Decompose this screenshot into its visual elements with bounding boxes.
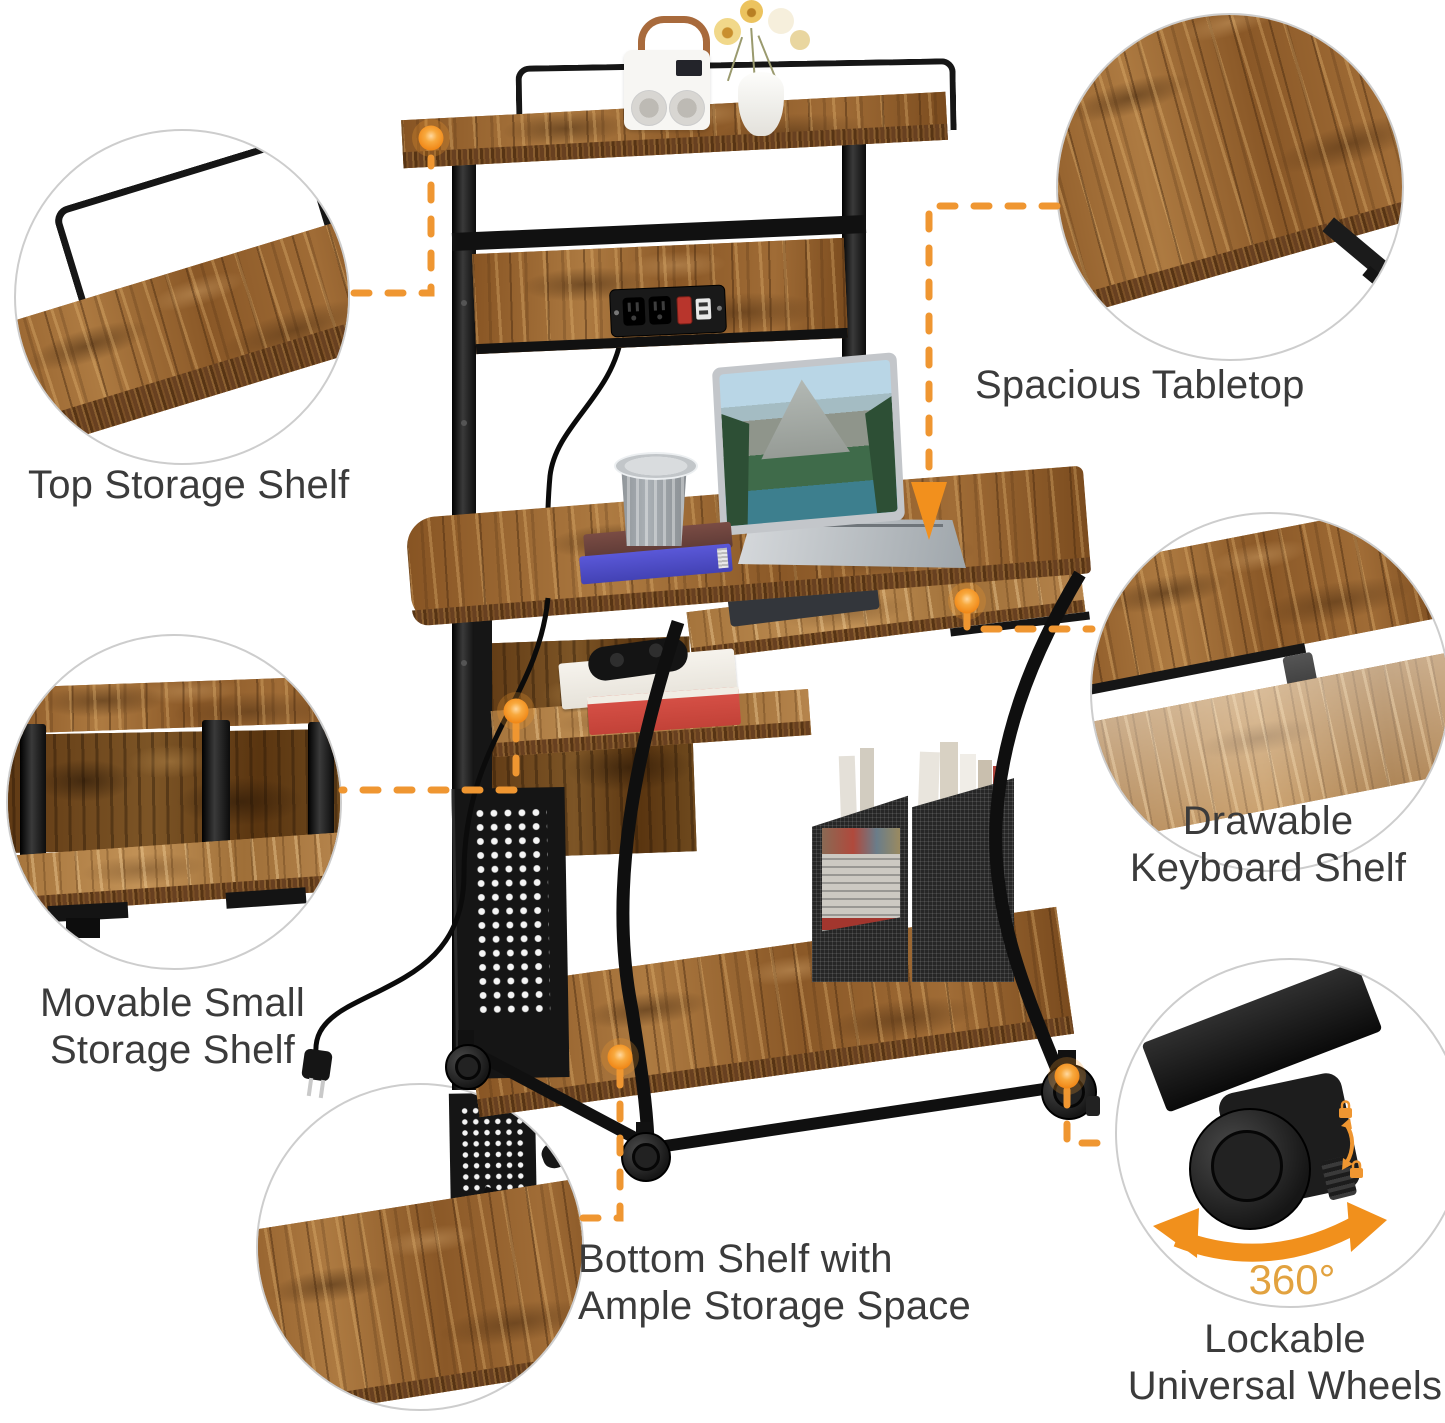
label-line-2: Universal Wheels	[1127, 1364, 1443, 1409]
label-spacious-tabletop: Spacious Tabletop	[975, 362, 1395, 409]
magazine-holder-group	[810, 742, 1020, 986]
callout-top-storage-shelf	[14, 129, 350, 465]
rotation-arc	[1173, 1214, 1366, 1262]
speaker-handle	[638, 16, 710, 67]
bracket-left	[20, 724, 46, 874]
label-small-storage-shelf: Movable Small Storage Shelf	[0, 980, 345, 1074]
speaker-display	[676, 60, 702, 76]
brake-tab-right	[1086, 1096, 1100, 1116]
caster-wheel-disc	[1189, 1108, 1311, 1230]
lock-icon-top	[1339, 1108, 1352, 1118]
label-line-1: Bottom Shelf with	[578, 1237, 893, 1281]
caster-wheel-left	[445, 1044, 491, 1090]
callout-keyboard-shelf	[1090, 512, 1445, 872]
power-cable-lower	[313, 597, 551, 1055]
label-top-storage-shelf: Top Storage Shelf	[28, 462, 428, 509]
flower-1	[714, 18, 741, 45]
callout-bottom-shelf	[256, 1083, 584, 1411]
label-text: Spacious Tabletop	[975, 363, 1305, 407]
flower-2	[740, 0, 763, 23]
swing-arrowhead-bottom	[1342, 1158, 1353, 1170]
callout-spacious-tabletop	[1056, 13, 1404, 361]
callout-lockable-wheels: 360°	[1115, 958, 1445, 1308]
post-screw-1	[461, 300, 467, 306]
label-line-2: Keyboard Shelf	[1129, 846, 1407, 891]
label-line-2: Ample Storage Space	[578, 1284, 971, 1329]
base-runner-right	[651, 1080, 1065, 1154]
arc-arrowhead-left	[1153, 1208, 1199, 1258]
label-line-1: Drawable	[1182, 799, 1354, 843]
curved-leg-front	[616, 620, 685, 1141]
speaker-cone-right	[669, 90, 705, 126]
post-screw-3	[461, 660, 467, 666]
curved-leg-right	[989, 570, 1086, 1075]
speaker-cone-left	[631, 90, 667, 126]
caster-wheel-front	[621, 1132, 671, 1182]
lock-icon-top-shackle	[1340, 1100, 1351, 1108]
caster-stem-left	[458, 1030, 474, 1046]
lock-icon-bottom	[1350, 1168, 1363, 1178]
rotation-arrow-graphics	[1153, 1100, 1387, 1262]
callout-small-storage-shelf	[6, 634, 342, 970]
degree-label: 360°	[1248, 1256, 1336, 1303]
caster-wheel-hub	[1211, 1130, 1283, 1202]
label-line-1: Lockable	[1204, 1317, 1366, 1361]
flower-3	[768, 8, 794, 34]
post-screw-2	[461, 420, 467, 426]
swing-arrowhead-top	[1341, 1118, 1352, 1129]
label-lockable-wheels: Lockable Universal Wheels	[1105, 1316, 1445, 1410]
label-line-2: Storage Shelf	[50, 1028, 295, 1073]
mug-rim	[614, 452, 698, 480]
label-text: Top Storage Shelf	[28, 463, 350, 507]
lock-icon-bottom-shackle	[1351, 1160, 1362, 1168]
shelf-foot-stub	[66, 918, 100, 938]
label-keyboard-shelf: Drawable Keyboard Shelf	[1080, 798, 1445, 892]
arc-arrowhead-right	[1347, 1202, 1387, 1252]
label-bottom-shelf: Bottom Shelf with Ample Storage Space	[578, 1236, 998, 1330]
label-line-1: Movable Small	[40, 981, 305, 1025]
flower-vase	[738, 72, 784, 136]
flower-4	[790, 30, 810, 50]
bluetooth-speaker	[624, 50, 710, 130]
